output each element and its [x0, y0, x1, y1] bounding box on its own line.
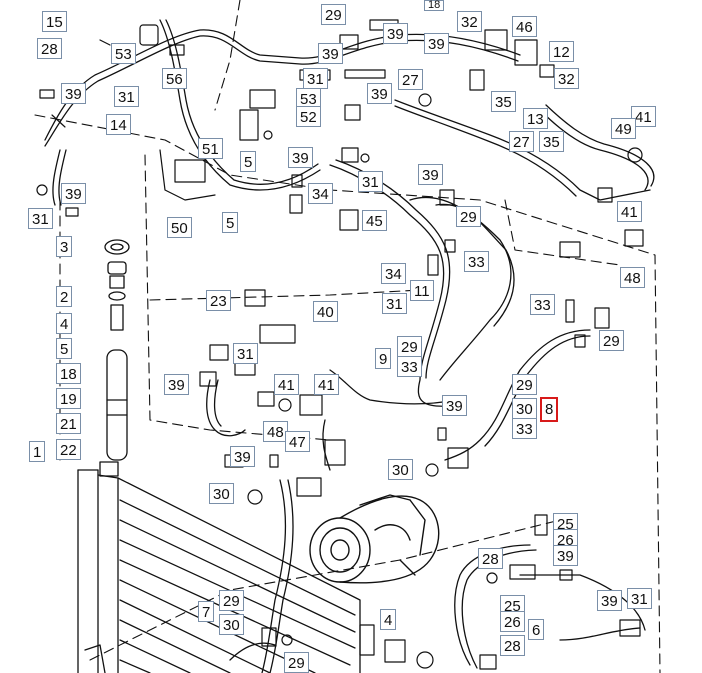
condenser	[77, 469, 361, 673]
callout[interactable]: 30	[512, 398, 537, 419]
callout[interactable]: 29	[599, 330, 624, 351]
callout[interactable]: 33	[464, 251, 489, 272]
callout[interactable]: 5	[56, 338, 73, 359]
callout[interactable]: 32	[457, 11, 482, 32]
callout[interactable]: 39	[442, 395, 467, 416]
callout[interactable]: 5	[222, 212, 239, 233]
callout[interactable]: 14	[106, 114, 131, 135]
callout[interactable]: 15	[42, 11, 67, 32]
callout[interactable]: 39	[553, 545, 578, 566]
callout[interactable]: 4	[56, 313, 73, 334]
callout[interactable]: 39	[597, 590, 622, 611]
callout[interactable]: 29	[219, 590, 244, 611]
callout[interactable]: 21	[56, 413, 81, 434]
callout[interactable]: 7	[198, 601, 215, 622]
callout[interactable]: 12	[549, 41, 574, 62]
callout[interactable]: 49	[611, 118, 636, 139]
callout[interactable]: 52	[296, 106, 321, 127]
callout[interactable]: 25	[500, 595, 525, 616]
callout[interactable]: 53	[111, 43, 136, 64]
callout[interactable]: 28	[37, 38, 62, 59]
callout[interactable]: 31	[358, 171, 383, 192]
callout[interactable]: 47	[285, 431, 310, 452]
callout[interactable]: 31	[382, 293, 407, 314]
callout[interactable]: 31	[233, 343, 258, 364]
washer-stack	[36, 184, 79, 217]
callout[interactable]: 3	[56, 236, 73, 257]
callout[interactable]: 34	[308, 183, 333, 204]
callout[interactable]: 41	[314, 374, 339, 395]
callout[interactable]: 18	[424, 0, 445, 11]
callout[interactable]: 9	[375, 348, 392, 369]
callout[interactable]: 41	[274, 374, 299, 395]
callout[interactable]: 35	[491, 91, 516, 112]
callout[interactable]: 31	[114, 86, 139, 107]
callout[interactable]: 29	[321, 4, 346, 25]
callout[interactable]: 29	[397, 336, 422, 357]
callout[interactable]: 25	[553, 513, 578, 534]
callout[interactable]: 28	[478, 548, 503, 569]
callout-highlighted[interactable]: 8	[540, 397, 559, 422]
callout[interactable]: 27	[509, 131, 534, 152]
callout[interactable]: 30	[209, 483, 234, 504]
callout[interactable]: 29	[512, 374, 537, 395]
callout[interactable]: 34	[381, 263, 406, 284]
hardware-fittings	[39, 19, 644, 670]
callout[interactable]: 29	[456, 206, 481, 227]
callout[interactable]: 45	[362, 210, 387, 231]
callout[interactable]: 28	[500, 635, 525, 656]
callout[interactable]: 39	[383, 23, 408, 44]
callout[interactable]: 23	[206, 290, 231, 311]
callout[interactable]: 56	[162, 68, 187, 89]
callout[interactable]: 40	[313, 301, 338, 322]
callout[interactable]: 39	[164, 374, 189, 395]
refrigerant-hoses	[44, 19, 655, 673]
callout[interactable]: 51	[198, 138, 223, 159]
callout[interactable]: 5	[240, 151, 257, 172]
callout[interactable]: 4	[380, 609, 397, 630]
callout[interactable]: 39	[288, 147, 313, 168]
callout[interactable]: 26	[500, 611, 525, 632]
callout[interactable]: 33	[530, 294, 555, 315]
callout[interactable]: 18	[56, 363, 81, 384]
callout[interactable]: 48	[620, 267, 645, 288]
callout[interactable]: 29	[284, 652, 309, 673]
callout[interactable]: 22	[56, 439, 81, 460]
callout[interactable]: 11	[410, 280, 434, 301]
callout[interactable]: 39	[424, 33, 449, 54]
callout[interactable]: 27	[398, 69, 423, 90]
callout[interactable]: 30	[388, 459, 413, 480]
callout[interactable]: 13	[523, 108, 548, 129]
callout[interactable]: 33	[512, 418, 537, 439]
callout[interactable]: 39	[61, 183, 86, 204]
compressor	[309, 494, 440, 584]
callout[interactable]: 41	[631, 106, 656, 127]
callout[interactable]: 19	[56, 388, 81, 409]
receiver-drier	[99, 239, 130, 477]
callout[interactable]: 30	[219, 614, 244, 635]
callout[interactable]: 1	[29, 441, 46, 462]
callout[interactable]: 35	[539, 131, 564, 152]
callout[interactable]: 31	[627, 588, 652, 609]
callout[interactable]: 48	[263, 421, 288, 442]
callout[interactable]: 31	[28, 208, 53, 229]
callout[interactable]: 6	[528, 619, 545, 640]
callout[interactable]: 32	[554, 68, 579, 89]
callout[interactable]: 39	[318, 43, 343, 64]
callout[interactable]: 39	[230, 446, 255, 467]
callout[interactable]: 39	[367, 83, 392, 104]
callout[interactable]: 2	[56, 286, 73, 307]
callout[interactable]: 39	[418, 164, 443, 185]
callout[interactable]: 31	[303, 68, 328, 89]
callout[interactable]: 46	[512, 16, 537, 37]
callout[interactable]: 33	[397, 356, 422, 377]
callout[interactable]: 39	[61, 83, 86, 104]
callout[interactable]: 50	[167, 217, 192, 238]
callout[interactable]: 41	[617, 201, 642, 222]
